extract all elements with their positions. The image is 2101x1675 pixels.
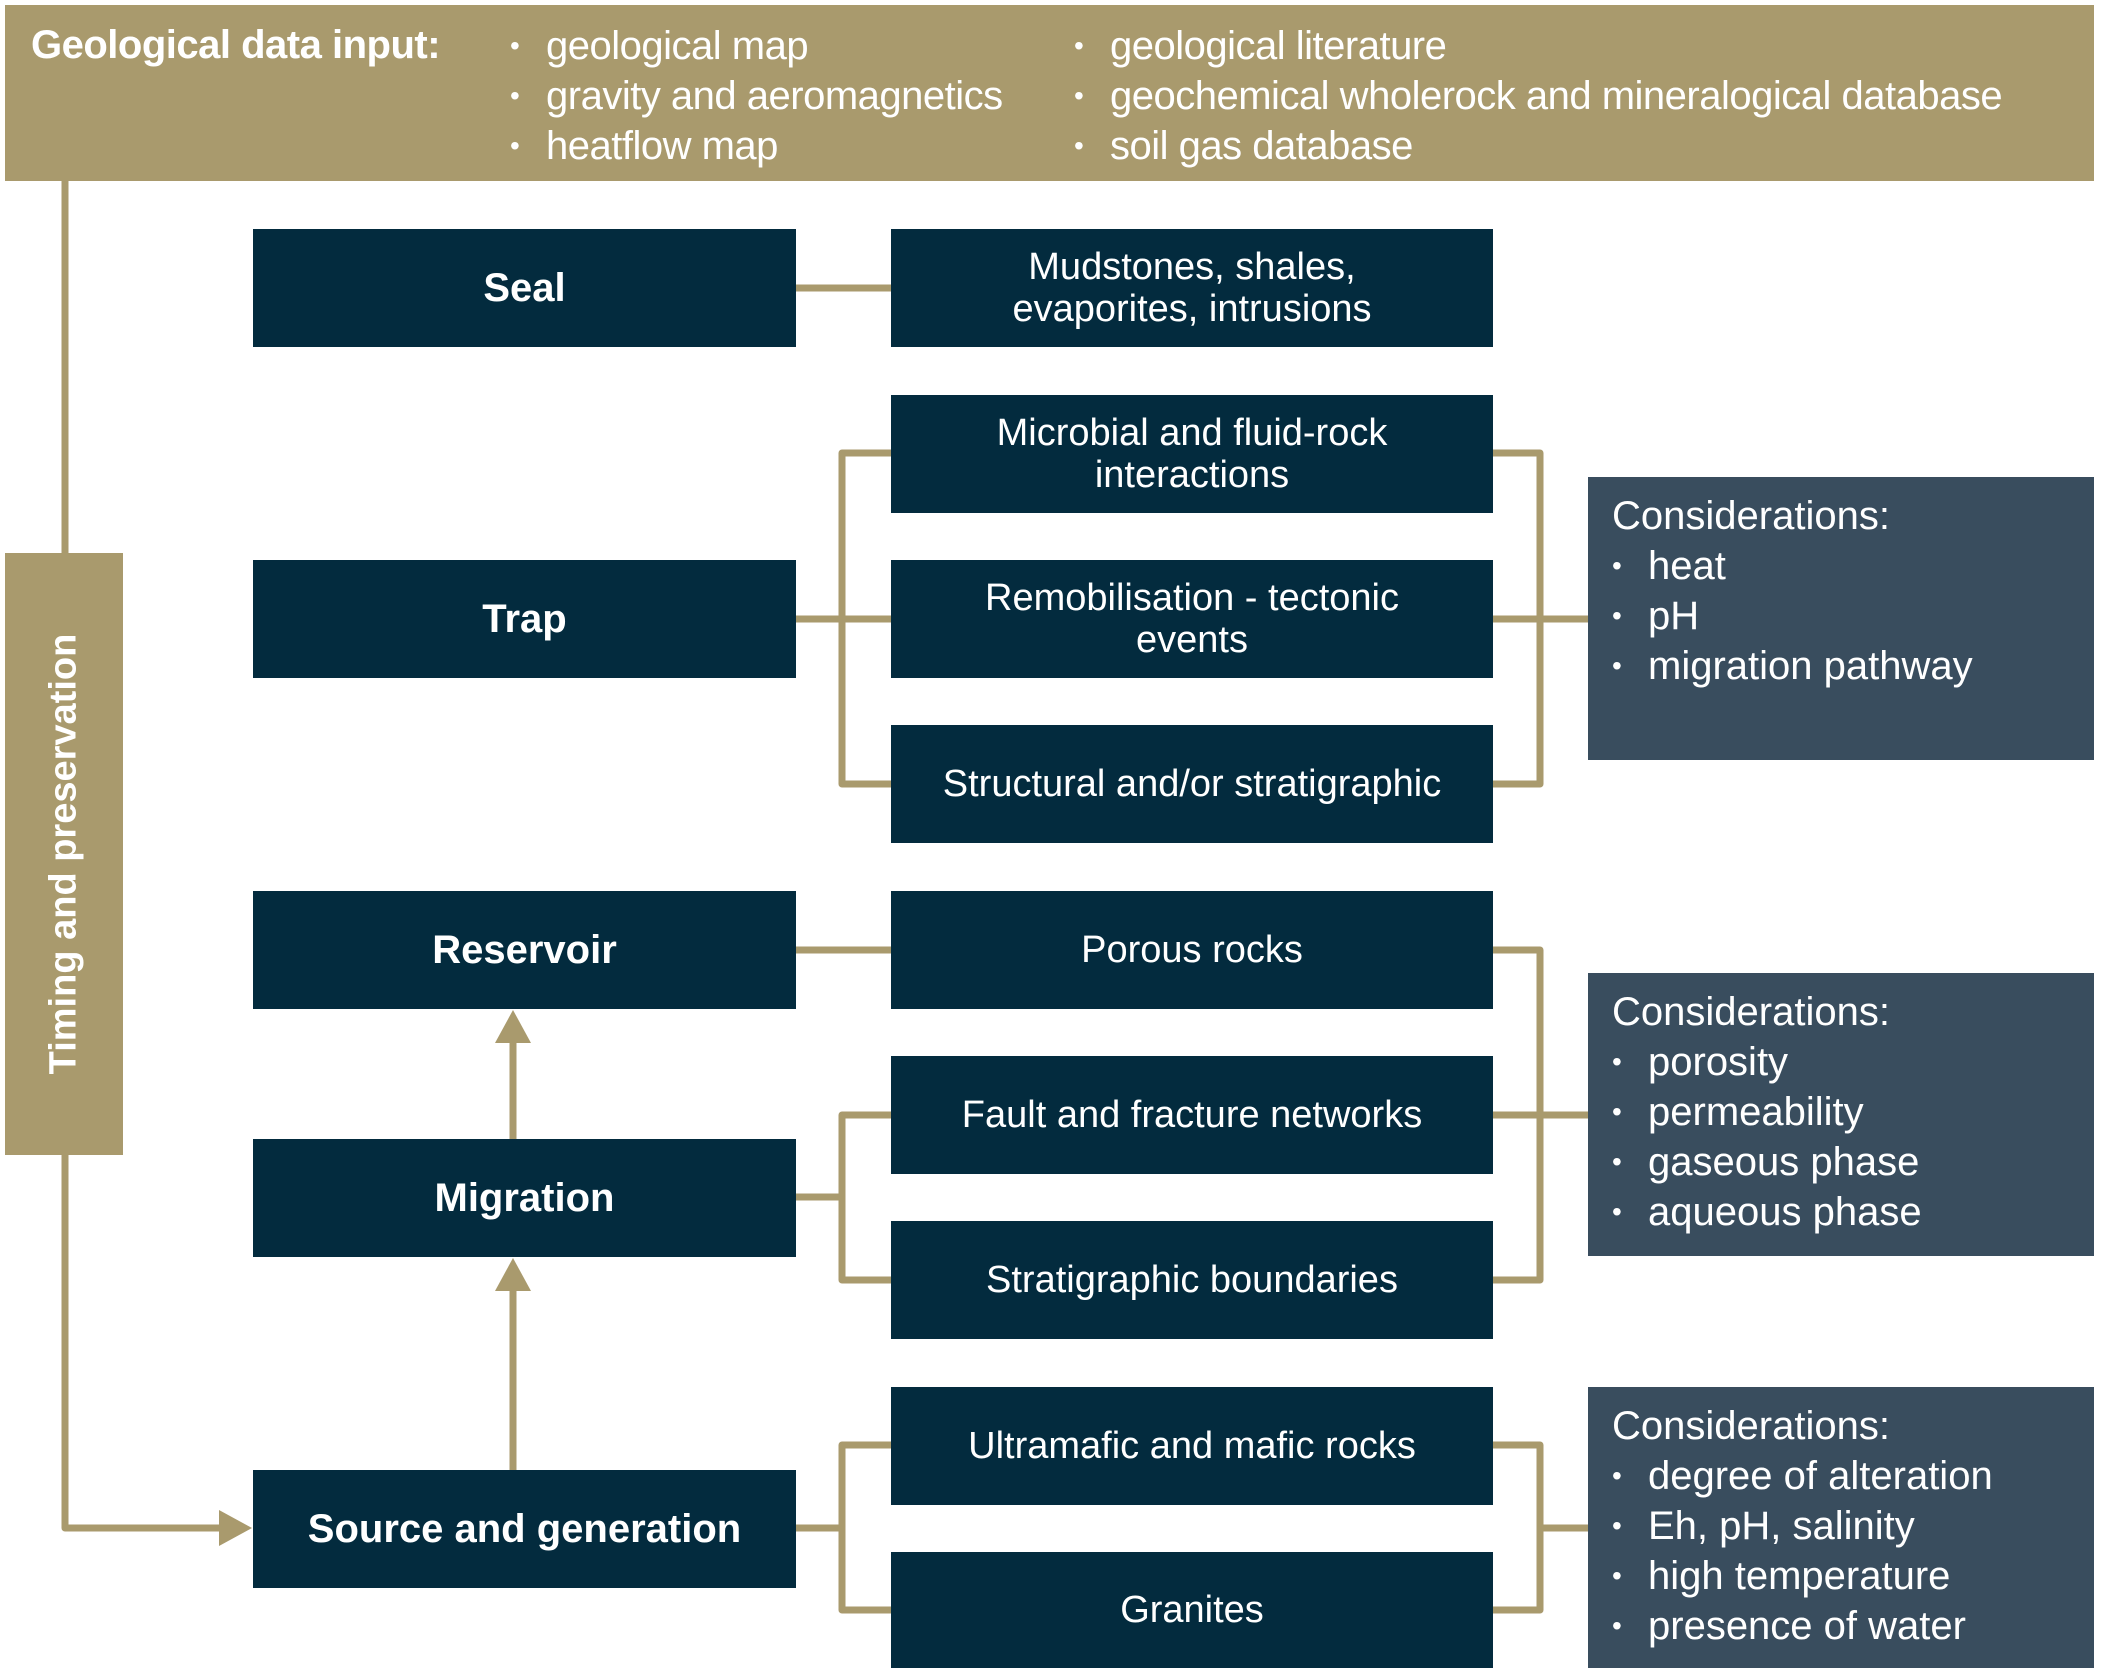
considerations-title: Considerations: bbox=[1612, 494, 1890, 538]
stage-seal: Seal bbox=[253, 229, 796, 347]
bullet-icon: • bbox=[1612, 1510, 1622, 1541]
detail-structural-stratigraphic: Structural and/or stratigraphic bbox=[891, 725, 1493, 843]
arrow-head-to-source bbox=[219, 1510, 252, 1546]
bullet-icon: • bbox=[1612, 550, 1622, 581]
considerations-item: •porosity bbox=[1612, 1037, 2070, 1087]
considerations-trap: Considerations: •heat •pH •migration pat… bbox=[1588, 477, 2094, 760]
timing-and-preservation-bar: Timing and preservation bbox=[5, 553, 123, 1155]
bullet-icon: • bbox=[1074, 80, 1084, 111]
detail-seal-lithologies: Mudstones, shales,evaporites, intrusions bbox=[891, 229, 1493, 347]
detail-granites: Granites bbox=[891, 1552, 1493, 1668]
bullet-icon: • bbox=[1612, 1560, 1622, 1591]
arrow-head-to-migration bbox=[495, 1258, 531, 1291]
header-title: Geological data input: bbox=[31, 23, 441, 67]
timing-label: Timing and preservation bbox=[42, 633, 85, 1075]
bullet-icon: • bbox=[1612, 1196, 1622, 1227]
bullet-icon: • bbox=[1612, 600, 1622, 631]
bullet-icon: • bbox=[1612, 1046, 1622, 1077]
trap-left-bracket bbox=[838, 449, 891, 788]
considerations-item: •heat bbox=[1612, 541, 2070, 591]
detail-fault-fracture-networks: Fault and fracture networks bbox=[891, 1056, 1493, 1174]
source-left-bracket bbox=[838, 1441, 891, 1614]
considerations-item: •permeability bbox=[1612, 1087, 2070, 1137]
considerations-item: •aqueous phase bbox=[1612, 1187, 2070, 1237]
considerations-reservoir-migration: Considerations: •porosity •permeability … bbox=[1588, 973, 2094, 1256]
header-item: •gravity and aeromagnetics bbox=[510, 71, 1003, 121]
bullet-icon: • bbox=[510, 30, 520, 61]
bullet-icon: • bbox=[510, 80, 520, 111]
stage-trap: Trap bbox=[253, 560, 796, 678]
bullet-icon: • bbox=[1612, 1146, 1622, 1177]
migration-left-bracket bbox=[838, 1111, 891, 1284]
header-column-2: •geological literature •geochemical whol… bbox=[1074, 21, 2003, 171]
header-item: •geological map bbox=[510, 21, 1003, 71]
stage-migration: Migration bbox=[253, 1139, 796, 1257]
bullet-icon: • bbox=[1074, 130, 1084, 161]
bullet-icon: • bbox=[1074, 30, 1084, 61]
considerations-title: Considerations: bbox=[1612, 990, 1890, 1034]
header-item: •soil gas database bbox=[1074, 121, 2002, 171]
source-right-bracket bbox=[1493, 1441, 1544, 1614]
header-item: •geochemical wholerock and mineralogical… bbox=[1074, 71, 2003, 121]
detail-stratigraphic-boundaries: Stratigraphic boundaries bbox=[891, 1221, 1493, 1339]
header-item: •geological literature bbox=[1074, 21, 2002, 71]
header-item: •heatflow map bbox=[510, 121, 1003, 171]
considerations-title: Considerations: bbox=[1612, 1404, 1890, 1448]
bullet-icon: • bbox=[510, 130, 520, 161]
stage-reservoir: Reservoir bbox=[253, 891, 796, 1009]
considerations-item: •pH bbox=[1612, 591, 2070, 641]
header-column-1: •geological map •gravity and aeromagneti… bbox=[510, 21, 1003, 171]
considerations-item: •gaseous phase bbox=[1612, 1137, 2070, 1187]
stage-source-and-generation: Source and generation bbox=[253, 1470, 796, 1588]
bullet-icon: • bbox=[1612, 650, 1622, 681]
considerations-source: Considerations: •degree of alteration •E… bbox=[1588, 1387, 2094, 1668]
geological-data-input-header: Geological data input: •geological map •… bbox=[5, 5, 2094, 181]
timing-to-source-line bbox=[61, 1155, 225, 1532]
considerations-item: •high temperature bbox=[1612, 1551, 2070, 1601]
considerations-item: •Eh, pH, salinity bbox=[1612, 1501, 2070, 1551]
bullet-icon: • bbox=[1612, 1610, 1622, 1641]
detail-ultramafic-mafic-rocks: Ultramafic and mafic rocks bbox=[891, 1387, 1493, 1505]
bullet-icon: • bbox=[1612, 1096, 1622, 1127]
arrow-head-to-reservoir bbox=[495, 1010, 531, 1043]
considerations-item: •migration pathway bbox=[1612, 641, 2070, 691]
considerations-item: •presence of water bbox=[1612, 1601, 2070, 1651]
considerations-item: •degree of alteration bbox=[1612, 1451, 2070, 1501]
detail-porous-rocks: Porous rocks bbox=[891, 891, 1493, 1009]
bullet-icon: • bbox=[1612, 1460, 1622, 1491]
